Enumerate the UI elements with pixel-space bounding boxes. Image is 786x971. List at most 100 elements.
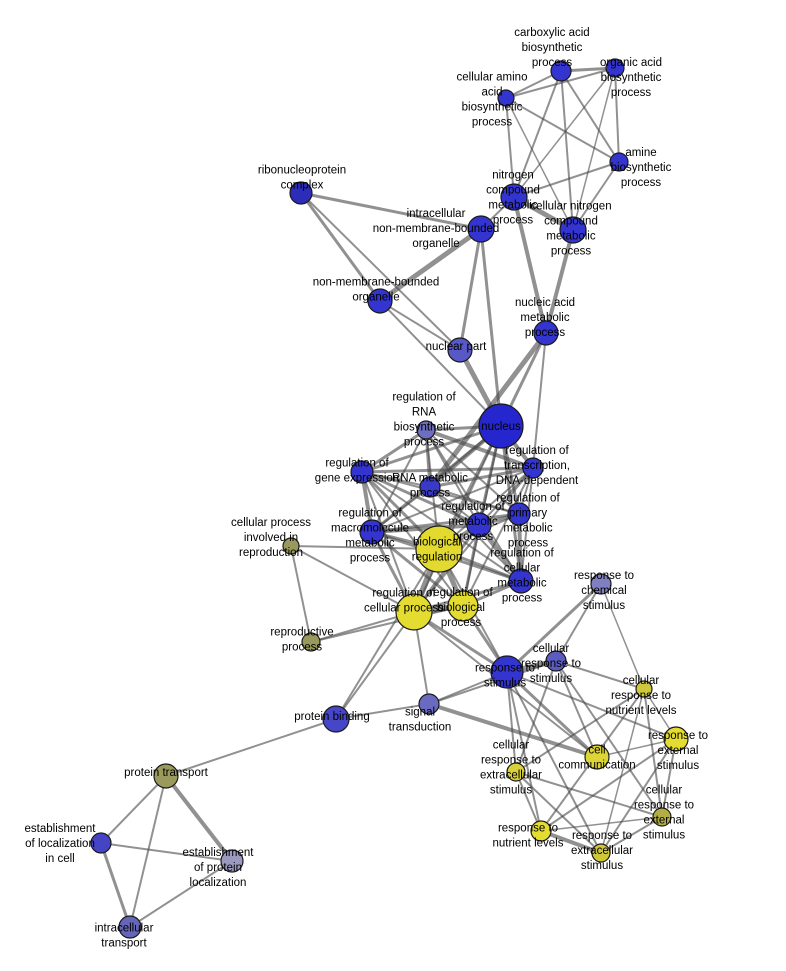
graph-edge bbox=[614, 67, 620, 163]
graph-edge bbox=[100, 842, 233, 862]
graph-edge bbox=[505, 67, 616, 99]
graph-edge bbox=[505, 582, 603, 674]
graph-node-regRNA[interactable] bbox=[416, 420, 436, 440]
graph-node-regTx[interactable] bbox=[522, 457, 544, 479]
graph-edge bbox=[560, 70, 620, 163]
graph-edge bbox=[424, 428, 535, 470]
graph-edge bbox=[299, 191, 483, 231]
graph-node-intraTrans[interactable] bbox=[118, 915, 142, 939]
graph-edge bbox=[499, 424, 523, 583]
graph-node-estProtLoc[interactable] bbox=[220, 849, 244, 873]
graph-node-estLocCell[interactable] bbox=[90, 832, 112, 854]
graph-edge bbox=[515, 688, 645, 773]
graph-edge bbox=[506, 671, 517, 773]
graph-node-cnMet[interactable] bbox=[559, 216, 587, 244]
graph-node-cellResp[interactable] bbox=[545, 650, 567, 672]
graph-edge bbox=[515, 771, 602, 854]
graph-edge bbox=[458, 227, 483, 352]
graph-edge bbox=[429, 486, 520, 515]
graph-edge bbox=[361, 471, 415, 613]
graph-edge bbox=[290, 545, 312, 643]
graph-edge bbox=[600, 583, 645, 690]
graph-node-sigTrans[interactable] bbox=[418, 693, 440, 715]
graph-node-nucleus[interactable] bbox=[478, 403, 524, 449]
graph-edge bbox=[505, 670, 599, 759]
graph-edge bbox=[600, 816, 663, 854]
graph-edge bbox=[370, 523, 481, 534]
graph-edge bbox=[513, 161, 620, 198]
graph-node-respStim[interactable] bbox=[490, 655, 524, 689]
graph-edge bbox=[600, 688, 645, 854]
graph-node-respNut[interactable] bbox=[530, 820, 552, 842]
graph-node-reproP[interactable] bbox=[301, 632, 321, 652]
graph-node-cellRespNut[interactable] bbox=[635, 680, 653, 698]
graph-node-regMet[interactable] bbox=[466, 512, 492, 538]
graph-edge bbox=[555, 660, 663, 818]
graph-node-regBP[interactable] bbox=[447, 590, 479, 622]
graph-node-cellRespExtra[interactable] bbox=[506, 762, 526, 782]
graph-edge bbox=[544, 228, 575, 335]
graph-edge bbox=[300, 192, 461, 351]
graph-node-nmb[interactable] bbox=[367, 288, 393, 314]
graph-edge bbox=[555, 583, 602, 662]
graph-edge bbox=[413, 467, 534, 613]
graph-node-aaBio[interactable] bbox=[497, 89, 515, 107]
graph-node-amBio[interactable] bbox=[609, 152, 629, 172]
graph-edge bbox=[572, 161, 620, 231]
graph-node-oaBio[interactable] bbox=[605, 58, 625, 78]
graph-node-rnaMet[interactable] bbox=[419, 476, 441, 498]
graph-node-caBio[interactable] bbox=[550, 60, 572, 82]
graph-node-intNMB[interactable] bbox=[467, 215, 495, 243]
graph-node-cpRepro[interactable] bbox=[282, 537, 300, 555]
graph-node-protTrans[interactable] bbox=[153, 763, 179, 789]
graph-edge bbox=[506, 671, 677, 740]
graph-node-respChem[interactable] bbox=[590, 573, 612, 595]
graph-node-regCellMet[interactable] bbox=[508, 568, 534, 594]
graph-edge bbox=[540, 816, 663, 832]
graph-edge bbox=[539, 829, 603, 855]
graph-edge bbox=[643, 688, 663, 818]
nodes-layer bbox=[90, 58, 689, 939]
graph-node-respExt[interactable] bbox=[663, 726, 689, 752]
graph-edge bbox=[129, 775, 167, 928]
graph-edge bbox=[360, 466, 535, 474]
graph-node-ncMet[interactable] bbox=[500, 183, 528, 211]
graph-edge bbox=[99, 841, 132, 929]
graph-node-cellRespExt[interactable] bbox=[652, 807, 672, 827]
graph-edge bbox=[129, 860, 233, 928]
graph-edge bbox=[532, 332, 547, 469]
graph-edge bbox=[505, 97, 620, 163]
graph-node-naMet[interactable] bbox=[533, 320, 559, 346]
graph-edge bbox=[515, 660, 557, 773]
graph-node-respExtra[interactable] bbox=[591, 843, 611, 863]
graph-edge bbox=[661, 738, 677, 818]
graph-edge bbox=[335, 703, 430, 720]
graph-node-protBind[interactable] bbox=[322, 705, 350, 733]
graph-node-rnp[interactable] bbox=[289, 181, 313, 205]
graph-edge bbox=[164, 774, 234, 863]
graph-edge bbox=[600, 738, 677, 854]
graph-edge bbox=[299, 191, 382, 303]
graph-edge bbox=[560, 70, 574, 231]
graph-edge bbox=[290, 545, 415, 613]
graph-node-regGE[interactable] bbox=[350, 460, 374, 484]
graph-node-cellComm[interactable] bbox=[584, 744, 610, 770]
graph-node-bioReg[interactable] bbox=[415, 525, 463, 573]
graph-node-nucPart[interactable] bbox=[447, 337, 473, 363]
graph-edge bbox=[379, 300, 461, 351]
graph-edge bbox=[515, 771, 663, 818]
graph-edge bbox=[505, 97, 515, 198]
graph-edge bbox=[513, 70, 562, 198]
graph-edge bbox=[572, 67, 616, 231]
graph-node-regPrim[interactable] bbox=[507, 502, 531, 526]
graph-node-regCP[interactable] bbox=[395, 593, 433, 631]
graph-edge bbox=[506, 671, 602, 854]
graph-edge bbox=[335, 548, 440, 720]
graph-edge bbox=[310, 605, 464, 643]
graph-node-regMacro[interactable] bbox=[359, 519, 385, 545]
